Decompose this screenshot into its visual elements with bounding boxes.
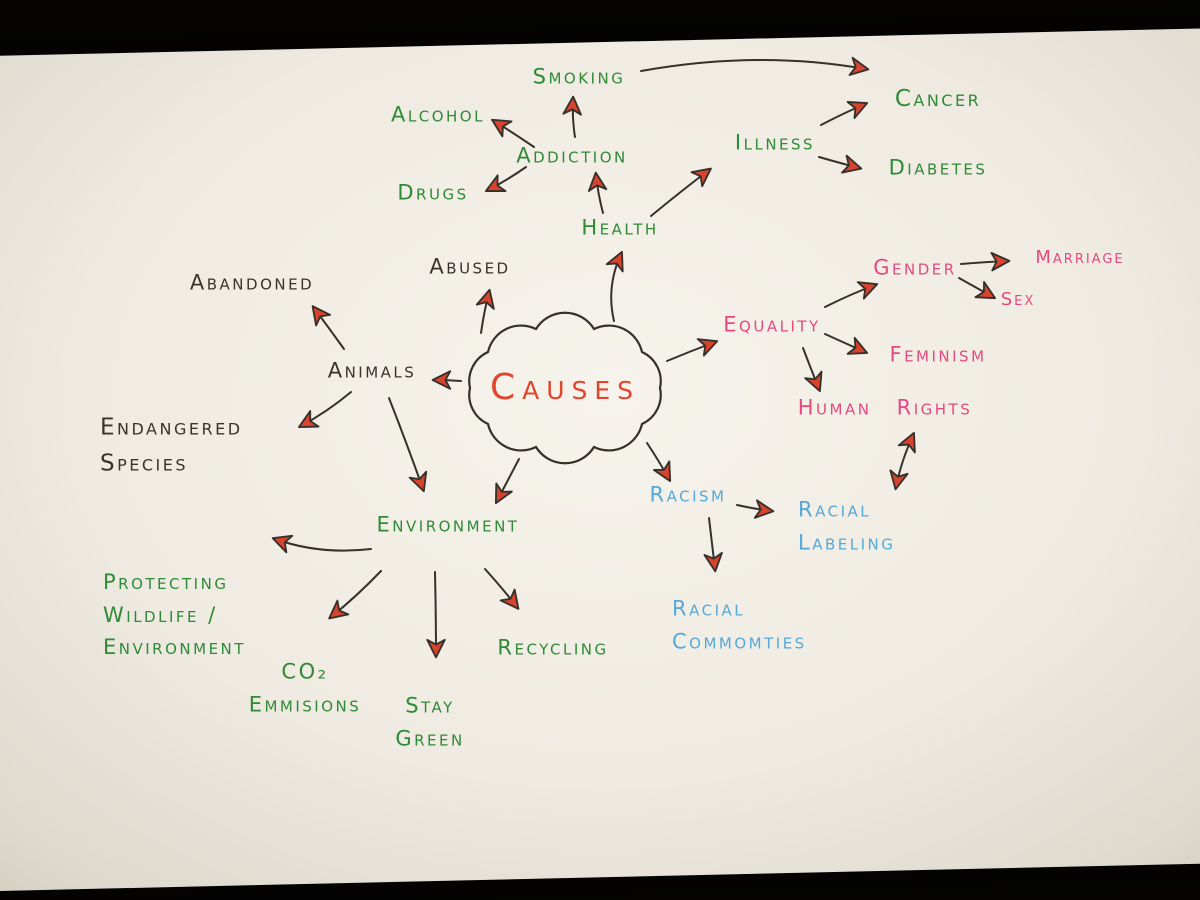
- node-addiction: Addiction: [516, 143, 628, 168]
- edge-causes-environment: [494, 458, 520, 505]
- node-feminism: Feminism: [889, 342, 987, 367]
- node-racial-commomties: Racial Commomties: [672, 596, 807, 653]
- edge-causes-abused: [475, 288, 495, 334]
- edge-causes-equality: [666, 338, 719, 362]
- node-co2-emmisions: CO₂ Emmisions: [248, 659, 362, 716]
- node-cancer: Cancer: [894, 86, 982, 113]
- edge-environment-co2: [328, 570, 382, 620]
- node-equality: Equality: [723, 312, 821, 337]
- node-animals: Animals: [327, 358, 417, 383]
- edge-animals-environment: [388, 397, 428, 493]
- node-protecting-wildlife-environment: Protecting Wildlife / Environment: [103, 570, 246, 660]
- node-stay-green: Stay Green: [395, 693, 465, 750]
- edge-racism-racial-labeling: [736, 499, 775, 519]
- node-illness: Illness: [734, 130, 816, 155]
- edge-animals-abandoned: [311, 305, 345, 350]
- edge-addiction-drugs: [484, 166, 527, 192]
- edge-causes-racism: [646, 442, 672, 483]
- node-diabetes: Diabetes: [888, 155, 988, 180]
- edge-illness-cancer: [820, 100, 869, 126]
- node-smoking: Smoking: [532, 64, 626, 89]
- node-racial-labeling: Racial Labeling: [798, 497, 896, 554]
- edge-human-rights-racial-labeling: [889, 431, 916, 491]
- edge-environment-recycling: [484, 568, 520, 610]
- edge-equality-gender: [824, 281, 879, 308]
- edge-gender-sex: [958, 277, 996, 300]
- edge-animals-endangered: [297, 391, 352, 429]
- edge-health-addiction: [587, 171, 608, 214]
- node-marriage: Marriage: [1035, 247, 1125, 269]
- node-abandoned: Abandoned: [189, 270, 315, 295]
- edge-gender-marriage: [960, 251, 1011, 272]
- edge-causes-health: [605, 250, 624, 322]
- node-health: Health: [581, 215, 659, 240]
- edge-equality-feminism: [824, 333, 869, 355]
- edge-environment-stay-green: [426, 571, 446, 659]
- node-environment: Environment: [376, 512, 520, 537]
- edge-racism-racial-commomties: [703, 517, 723, 573]
- edge-health-illness: [650, 167, 712, 217]
- node-human-rights: Human Rights: [797, 395, 973, 420]
- edge-causes-animals: [431, 370, 462, 390]
- edge-addiction-alcohol: [491, 118, 535, 148]
- edge-environment-protecting: [271, 534, 372, 554]
- edge-addiction-smoking: [562, 95, 582, 138]
- node-drugs: Drugs: [397, 180, 469, 205]
- node-racism: Racism: [649, 482, 727, 507]
- edge-equality-human-rights: [802, 347, 823, 393]
- causes-cloud-outline: [468, 311, 662, 465]
- node-sex: Sex: [1000, 289, 1036, 311]
- edge-illness-diabetes: [818, 154, 863, 174]
- node-alcohol: Alcohol: [391, 102, 485, 127]
- node-causes: Causes: [489, 367, 641, 409]
- node-abused: Abused: [429, 254, 511, 279]
- edge-smoking-cancer: [640, 56, 870, 76]
- node-recycling: Recycling: [497, 635, 609, 660]
- node-endangered-species: Endangered Species: [100, 414, 243, 476]
- node-gender: Gender: [873, 255, 957, 280]
